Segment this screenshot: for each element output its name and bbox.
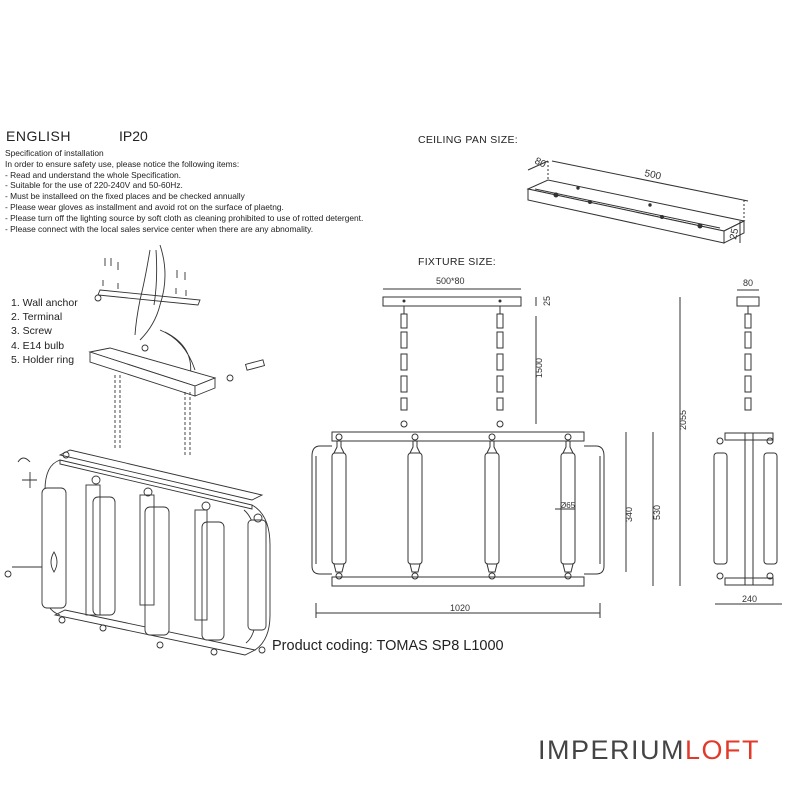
language-label: ENGLISH	[6, 128, 71, 144]
instruction-item: - Please connect with the local sales se…	[5, 223, 314, 234]
chain-length: 1500	[534, 358, 544, 378]
part-item: 3. Screw	[11, 325, 52, 338]
body-height: 530	[652, 505, 662, 520]
ip-rating: IP20	[119, 128, 148, 144]
logo-part-1: IMPERIUM	[538, 735, 685, 765]
brand-logo: IMPERIUMLOFT	[538, 735, 760, 766]
instruction-item: - Read and understand the whole Specific…	[5, 169, 181, 180]
ceiling-pan-height: 25	[728, 227, 741, 241]
fixture-pan-size: 500*80	[436, 276, 465, 286]
side-width: 240	[742, 594, 757, 604]
instructions-intro: In order to ensure safety use, please no…	[5, 158, 240, 169]
ceiling-pan-drawing	[526, 160, 749, 244]
product-coding: Product coding: TOMAS SP8 L1000	[272, 638, 504, 654]
fixture-pan-height: 25	[542, 296, 552, 306]
part-item: 1. Wall anchor	[11, 297, 78, 309]
fixture-front-drawing	[311, 288, 681, 618]
part-item: 5. Holder ring	[11, 353, 75, 366]
ceiling-pan-label: CEILING PAN SIZE:	[418, 134, 519, 146]
part-item: 4. E14 bulb	[11, 339, 65, 352]
total-width: 1020	[450, 603, 470, 613]
installation-instructions: Specification of installation In order t…	[5, 148, 425, 234]
logo-part-2: LOFT	[685, 735, 761, 765]
ceiling-pan-length: 500	[643, 168, 662, 182]
shade-diameter: Ø65	[560, 501, 576, 510]
fixture-side-drawing	[713, 289, 782, 605]
instructions-title: Specification of installation	[5, 148, 104, 158]
lamp-shades	[331, 440, 576, 573]
instruction-item: - Suitable for the use of 220-240V and 5…	[5, 180, 183, 191]
instruction-item: - Please turn off the lighting source by…	[5, 212, 364, 223]
side-pan-width: 80	[743, 278, 753, 288]
part-item: 2. Terminal	[11, 311, 63, 324]
ceiling-pan-width: 80	[533, 156, 548, 171]
total-height: 2055	[678, 410, 688, 430]
parts-list: 1. Wall anchor 2. Terminal 3. Screw 4. E…	[11, 296, 78, 367]
instruction-item: - Must be installeed on the fixed places…	[5, 191, 245, 202]
shade-height: 340	[624, 507, 634, 522]
exploded-assembly-drawing	[4, 244, 271, 656]
instruction-item: - Please wear gloves as installment and …	[5, 201, 284, 212]
fixture-size-label: FIXTURE SIZE:	[418, 256, 496, 268]
